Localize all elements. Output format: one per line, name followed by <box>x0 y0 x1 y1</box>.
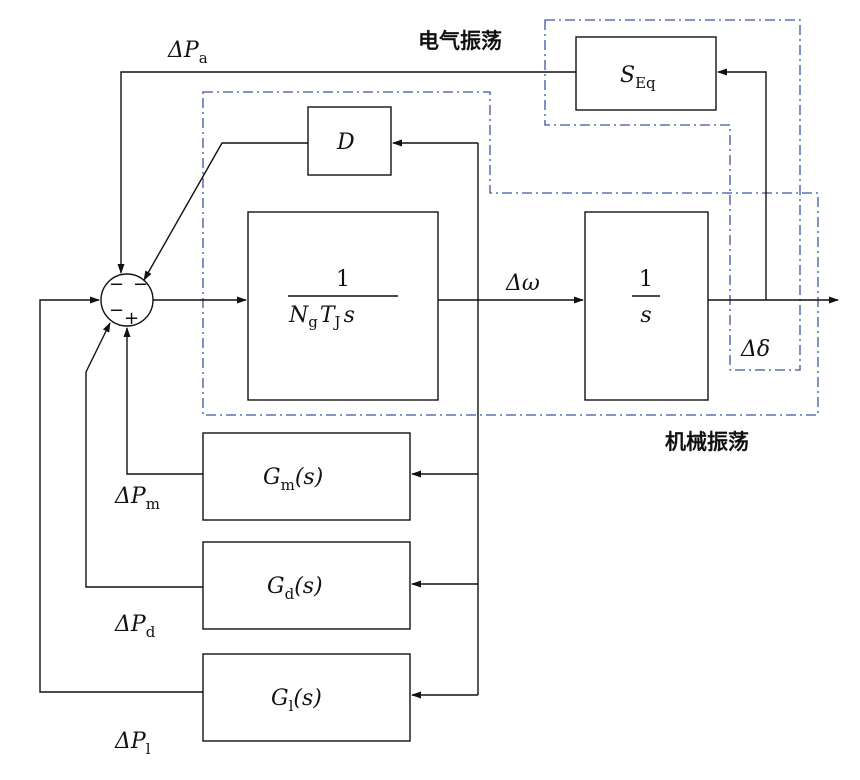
gm-label: Gm(s) <box>263 465 323 494</box>
gd-block <box>202 541 411 630</box>
wire-d-to-sum <box>143 142 308 281</box>
sum-sign-bottom-left: − <box>109 300 124 321</box>
mechanical-oscillation-label: 机械振荡 <box>665 430 749 454</box>
gl-label: Gl(s) <box>271 686 322 715</box>
wire-gd-to-sum <box>85 322 203 588</box>
gm-block <box>202 432 411 521</box>
inertia-block <box>247 211 439 401</box>
damping-label: D <box>336 130 355 155</box>
electrical-oscillation-region <box>544 19 801 371</box>
integrator-denominator: s <box>640 303 651 328</box>
damping-block <box>307 106 392 176</box>
seq-block <box>575 36 717 111</box>
signal-delta-pl: ΔPl <box>114 729 151 758</box>
mechanical-oscillation-region <box>202 91 819 416</box>
signal-delta-pd: ΔPd <box>114 612 156 641</box>
sum-sign-bottom-right: + <box>124 308 139 329</box>
sum-sign-top-left: − <box>109 274 124 295</box>
integrator-numerator: 1 <box>639 267 653 292</box>
seq-label: SEq <box>620 63 656 92</box>
wire-gm-to-sum <box>123 327 203 475</box>
electrical-oscillation-label: 电气振荡 <box>418 29 502 53</box>
signal-delta-omega: Δω <box>505 271 540 296</box>
gl-block <box>202 653 411 742</box>
wire-gl-to-sum <box>39 296 203 693</box>
gd-label: Gd(s) <box>267 574 323 603</box>
signal-delta-pa: ΔPa <box>167 38 208 67</box>
wire-seq-to-sum <box>117 71 576 274</box>
signal-delta-delta: Δδ <box>740 337 770 362</box>
integrator-block <box>584 211 709 401</box>
inertia-numerator: 1 <box>336 267 350 292</box>
signal-delta-pm: ΔPm <box>114 484 160 513</box>
wire-delta-to-seq <box>717 68 767 300</box>
